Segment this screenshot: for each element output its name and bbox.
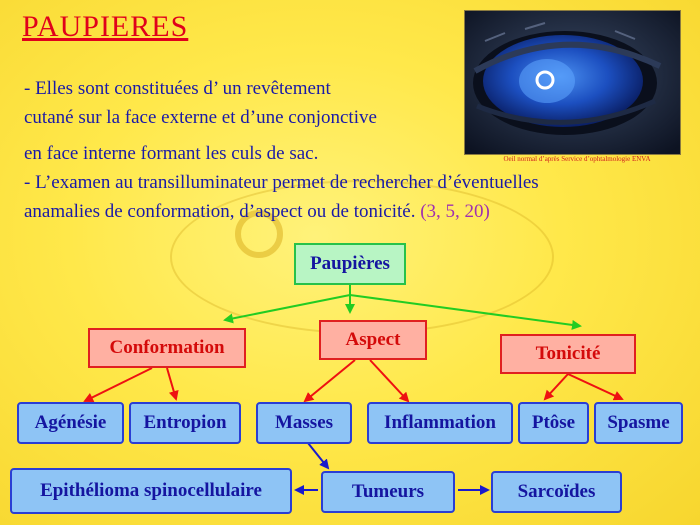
edge-root-conformation — [223, 294, 351, 324]
text-line-1: - Elles sont constituées d’ un revêtemen… — [24, 78, 331, 99]
text-line-5: anamalies de conformation, d’aspect ou d… — [24, 201, 490, 223]
node-conformation: Conformation — [88, 328, 246, 368]
node-ptose: Ptôse — [518, 402, 589, 444]
node-epithelioma: Epithélioma spinocellulaire — [10, 468, 292, 514]
green-edges — [223, 285, 582, 330]
red-edges — [83, 359, 624, 403]
node-aspect: Aspect — [319, 320, 427, 360]
node-spasme: Spasme — [594, 402, 683, 444]
edge-aspect-masses — [303, 359, 356, 403]
text-line-3: en face interne formant les culs de sac. — [24, 143, 319, 164]
node-agenesie: Agénésie — [17, 402, 124, 444]
background-ring-decoration — [235, 210, 283, 258]
node-tumeurs: Tumeurs — [321, 471, 455, 513]
node-inflammation: Inflammation — [367, 402, 513, 444]
edge-aspect-inflammation — [369, 359, 410, 403]
blue-edges — [294, 442, 490, 495]
edge-tonicite-ptose — [543, 373, 569, 401]
edge-conformation-agenesie — [83, 367, 153, 402]
node-sarcoides: Sarcoïdes — [491, 471, 622, 513]
node-paupieres: Paupières — [294, 243, 406, 285]
text-line-4: - L’examen au transilluminateur permet d… — [24, 172, 539, 193]
edge-tonicite-spasme — [567, 373, 624, 401]
eye-photo — [464, 10, 681, 155]
edge-conformation-entropion — [166, 367, 179, 401]
node-tonicite: Tonicité — [500, 334, 636, 374]
edge-masses-tumeurs — [307, 442, 330, 470]
photo-caption: Oeil normal d’après Service d’ophtalmolo… — [503, 155, 651, 163]
text-line-2: cutané sur la face externe et d’une conj… — [24, 107, 377, 128]
references: (3, 5, 20) — [420, 201, 490, 222]
text-line-5-body: anamalies de conformation, d’aspect ou d… — [24, 201, 416, 222]
edge-root-tonicite — [349, 294, 582, 330]
eye-photo-icon — [465, 11, 680, 154]
slide-title: PAUPIERES — [22, 10, 189, 43]
node-masses: Masses — [256, 402, 352, 444]
node-entropion: Entropion — [129, 402, 241, 444]
